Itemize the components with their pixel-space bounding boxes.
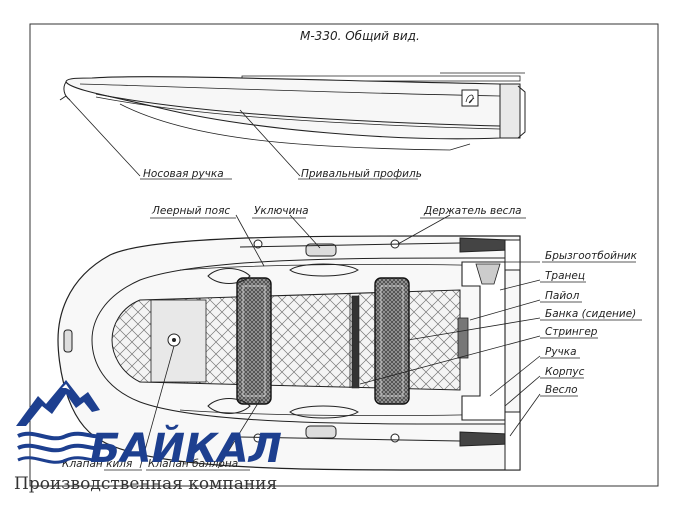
label-bench: Банка (сидение) bbox=[545, 308, 636, 320]
label-tube-valve: Клапан баллона bbox=[148, 458, 238, 470]
label-spray-guard: Брызгоотбойник bbox=[545, 250, 638, 262]
label-transom: Транец bbox=[545, 270, 585, 282]
logo-name: БАЙКАЛ bbox=[90, 424, 282, 472]
label-stringer: Стрингер bbox=[545, 326, 598, 338]
label-oar: Весло bbox=[545, 384, 578, 396]
label-mooring-profile: Привальный профиль bbox=[301, 168, 422, 180]
label-lifeline: Леерный пояс bbox=[151, 205, 230, 217]
label-keel-valve: Клапан киля bbox=[62, 458, 132, 470]
wave-icon bbox=[17, 431, 101, 441]
logo-subtitle: Производственная компания bbox=[14, 474, 277, 494]
mountain-icon bbox=[16, 380, 100, 426]
label-oar-holder: Держатель весла bbox=[423, 205, 522, 217]
label-oarlock: Уключина bbox=[254, 205, 309, 217]
label-bow-handle: Носовая ручка bbox=[143, 168, 224, 180]
company-logo: БАЙКАЛ Производственная компания bbox=[14, 380, 282, 494]
drawing-title: М-330. Общий вид. bbox=[300, 29, 420, 43]
label-handle: Ручка bbox=[545, 346, 577, 358]
top-view bbox=[57, 235, 521, 471]
label-hull: Корпус bbox=[545, 366, 585, 378]
drawing-frame bbox=[29, 23, 659, 487]
label-floor: Пайол bbox=[545, 290, 580, 302]
side-view bbox=[59, 72, 526, 151]
